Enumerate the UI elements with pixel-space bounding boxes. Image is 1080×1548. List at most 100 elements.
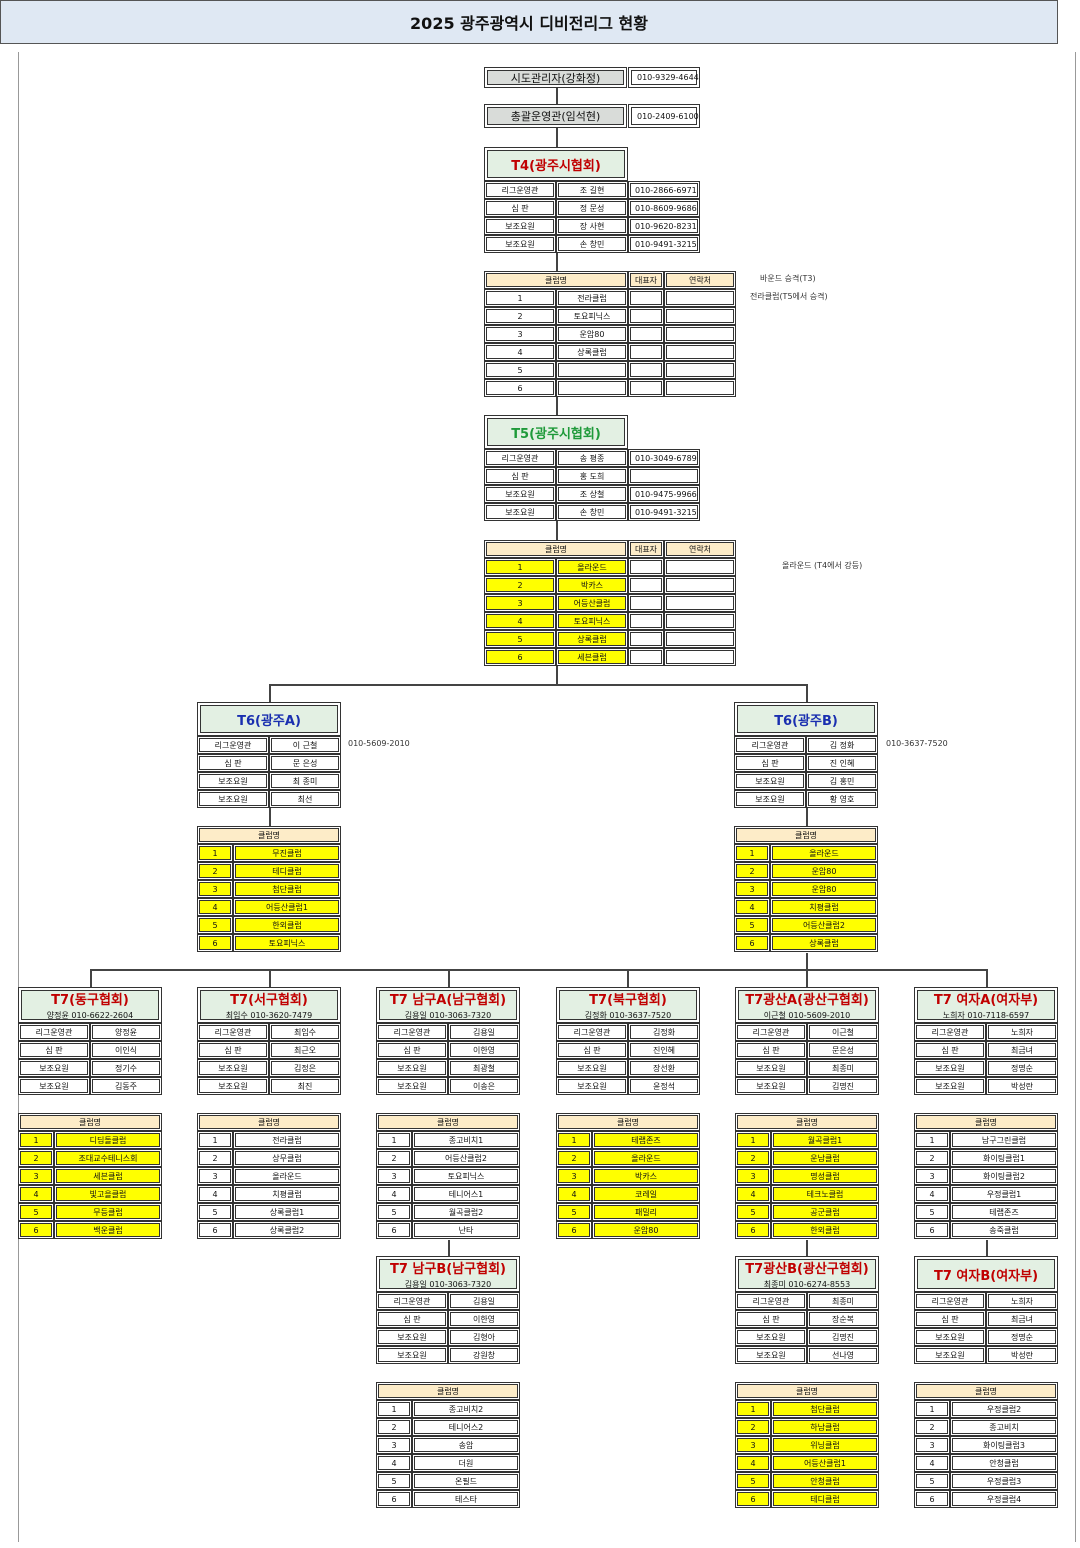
club-name: 하남클럽 [771, 1418, 879, 1436]
club-name: 종고비치 [950, 1418, 1058, 1436]
club-number: 1 [197, 844, 233, 862]
staff-name: 조 길현 [556, 181, 628, 199]
club-number: 3 [914, 1436, 950, 1454]
club-rep [628, 648, 664, 666]
staff-name: 노희자 [986, 1023, 1058, 1041]
club-number: 4 [484, 343, 556, 361]
t6a-title: T6(광주A) [237, 713, 301, 729]
club-number: 5 [376, 1472, 412, 1490]
club-number: 4 [376, 1454, 412, 1472]
club-name: 더원 [412, 1454, 520, 1472]
t7b-0-header: T7 남구B(남구협회) 김용일 010-3063-7320 [376, 1256, 520, 1292]
staff-role: 보조요원 [735, 1059, 807, 1077]
staff-name: 김 홍민 [806, 772, 878, 790]
club-header-row: 클럽명 [914, 1113, 1058, 1131]
sheet-frame [18, 52, 1076, 1542]
t7-0-header: T7(동구협회)양정윤 010-6622-2604 [18, 987, 162, 1023]
club-name: 운암80 [770, 880, 878, 898]
club-number: 1 [484, 289, 556, 307]
club-name: 한외클럽 [771, 1221, 879, 1239]
staff-role: 리그운영관 [197, 736, 269, 754]
staff-role: 보조요원 [484, 503, 556, 521]
club-number: 6 [484, 379, 556, 397]
club-header: 클럽명 [914, 1113, 1058, 1131]
club-name: 운암80 [770, 862, 878, 880]
club-name: 치평클럽 [770, 898, 878, 916]
admin-label: 시도관리자(강화정) [484, 67, 627, 88]
club-number: 3 [18, 1167, 54, 1185]
staff-name: 정기수 [90, 1059, 162, 1077]
t5-note-1: 올라운드 (T4에서 강등) [782, 561, 863, 570]
staff-name: 최근오 [269, 1041, 341, 1059]
staff-name: 송 평종 [556, 449, 628, 467]
club-number: 2 [914, 1418, 950, 1436]
staff-name: 황 영호 [806, 790, 878, 808]
club-header: 클럽명 [376, 1382, 520, 1400]
staff-role: 심 판 [734, 754, 806, 772]
club-name: 공군클럽 [771, 1203, 879, 1221]
club-number: 3 [556, 1167, 592, 1185]
club-name: 우정클럽4 [950, 1490, 1058, 1508]
t6a-header: T6(광주A) [197, 702, 341, 736]
staff-role: 보조요원 [197, 772, 269, 790]
t7-0-title: T7(동구협회) [51, 993, 129, 1008]
club-number: 1 [914, 1131, 950, 1149]
staff-name: 최금녀 [986, 1310, 1058, 1328]
contact-header: 연락처 [664, 540, 736, 558]
staff-role: 심 판 [376, 1041, 448, 1059]
club-number: 2 [734, 862, 770, 880]
t7b-0-title: T7 남구B(남구협회) [390, 1262, 506, 1277]
staff-role: 보조요원 [735, 1346, 807, 1364]
club-number: 3 [197, 880, 233, 898]
staff-role: 보조요원 [735, 1077, 807, 1095]
t6b-header: T6(광주B) [734, 702, 878, 736]
staff-name: 이 근철 [269, 736, 341, 754]
staff-name: 최선 [269, 790, 341, 808]
club-name: 송암 [412, 1436, 520, 1454]
club-number: 6 [18, 1221, 54, 1239]
staff-name: 양정윤 [90, 1023, 162, 1041]
club-header-row: 클럽명 [735, 1113, 879, 1131]
club-number: 2 [735, 1149, 771, 1167]
t7b-0-contact: 김용일 010-3063-7320 [404, 1280, 492, 1289]
club-rep [628, 289, 664, 307]
club-number: 5 [484, 630, 556, 648]
club-name [556, 361, 628, 379]
club-contact [664, 361, 736, 379]
club-header-row: 클럽명 [735, 1382, 879, 1400]
staff-role: 보조요원 [197, 790, 269, 808]
staff-name: 김용일 [448, 1023, 520, 1041]
staff-name: 장 사현 [556, 217, 628, 235]
club-name: 백운클럽 [54, 1221, 162, 1239]
